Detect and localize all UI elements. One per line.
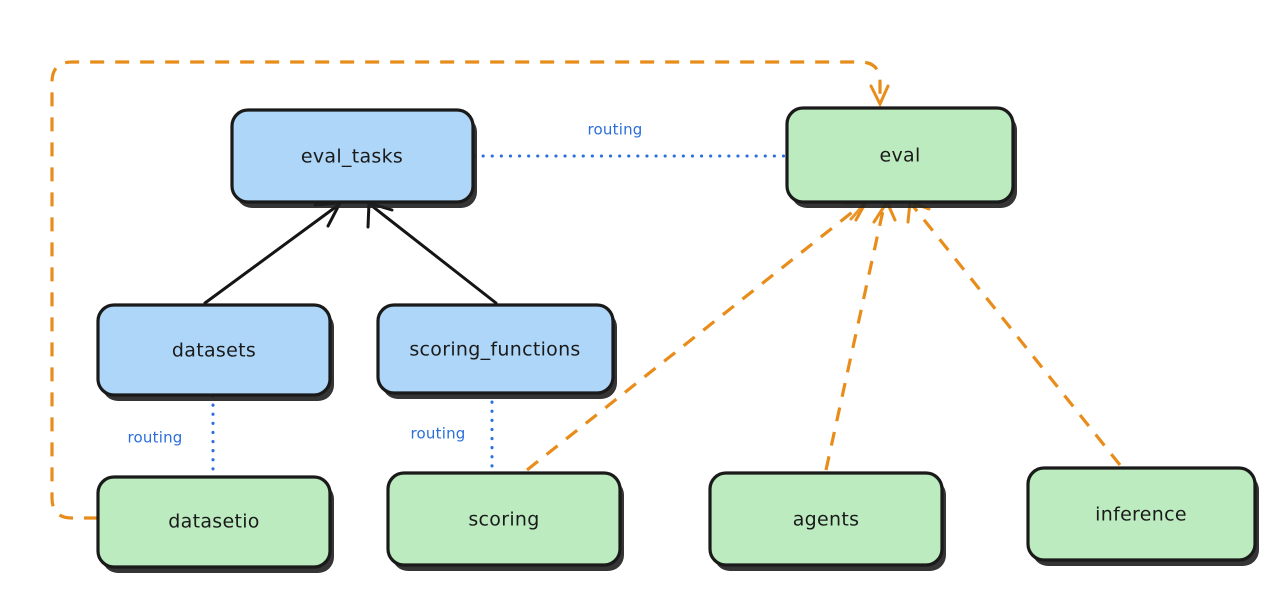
node-datasetio-label: datasetio xyxy=(168,511,259,533)
edge-datasets-datasetio: routing xyxy=(128,394,215,478)
node-scoring-functions-rect[interactable] xyxy=(376,303,615,395)
edge-label-routing-datasets: routing xyxy=(128,429,183,447)
edge-datasetio-eval xyxy=(50,60,890,520)
node-eval-label: eval xyxy=(879,145,920,167)
node-agents-label: agents xyxy=(793,509,860,531)
edge-scoring-functions-eval-tasks xyxy=(366,201,498,305)
node-scoring-functions[interactable]: scoring_functions xyxy=(376,303,617,399)
node-inference[interactable]: inference xyxy=(1026,466,1259,566)
node-scoring-label: scoring xyxy=(468,509,539,531)
node-datasetio-rect[interactable] xyxy=(96,475,332,569)
node-agents[interactable]: agents xyxy=(708,471,946,571)
node-agents-rect[interactable] xyxy=(708,471,944,567)
edge-scoring-functions-scoring: routing xyxy=(411,391,494,474)
node-inference-label: inference xyxy=(1095,504,1187,526)
node-eval-tasks[interactable]: eval_tasks xyxy=(230,108,477,208)
edge-inference-eval xyxy=(906,199,1122,466)
node-eval[interactable]: eval xyxy=(785,106,1017,208)
node-scoring[interactable]: scoring xyxy=(386,471,624,571)
node-eval-rect[interactable] xyxy=(785,106,1015,204)
node-scoring-functions-label: scoring_functions xyxy=(409,339,580,361)
node-inference-rect[interactable] xyxy=(1026,466,1257,562)
node-eval-tasks-rect[interactable] xyxy=(230,108,475,204)
edge-agents-eval xyxy=(824,198,897,471)
node-datasetio[interactable]: datasetio xyxy=(96,475,334,573)
edge-eval-tasks-eval: routing xyxy=(472,121,788,158)
node-datasets-label: datasets xyxy=(172,340,256,362)
node-eval-tasks-label: eval_tasks xyxy=(301,146,403,168)
node-datasets-rect[interactable] xyxy=(96,303,332,397)
edge-label-routing-scoring-functions: routing xyxy=(411,425,466,443)
node-datasets[interactable]: datasets xyxy=(96,303,334,401)
node-scoring-rect[interactable] xyxy=(386,471,622,567)
edge-label-routing-eval-tasks: routing xyxy=(588,121,643,139)
edge-datasets-eval-tasks xyxy=(203,201,343,305)
